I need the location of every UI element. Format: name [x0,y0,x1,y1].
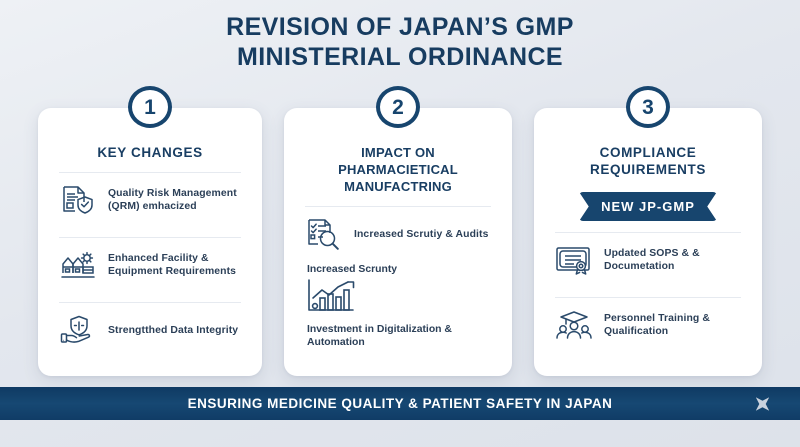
graduation-people-icon [553,307,595,343]
list-item: Strengtthed Data Integrity [55,303,245,356]
card-number-badge-1: 1 [128,86,172,128]
footer-banner-text: ENSURING MEDICINE QUALITY & PATIENT SAFE… [187,396,613,411]
card-impact-on-pharmaceutical-manufacturing: 2 IMPACT ON PHARMACIETICAL MANUFACTRING [284,86,512,376]
diamond-star-icon [749,390,776,417]
list-item-label: Enhanced Facility & Equipment Requiremen… [108,253,237,277]
divider [59,302,241,303]
clipboard-magnifier-icon [303,216,345,252]
certificate-seal-icon [553,242,595,278]
divider [555,297,741,298]
card-key-changes: 1 KEY CHANGES Quality Risk Management (Q… [38,86,262,376]
card-heading-2-line1: IMPACT ON [361,145,435,160]
card-heading-2-line3: MANUFACTRING [344,179,452,194]
page-title: REVISION OF JAPAN’S GMP MINISTERIAL ORDI… [0,12,800,72]
standalone-text-increased-scrutiny: Increased Scrunty [307,264,398,275]
card-heading-2: IMPACT ON PHARMACIETICAL MANUFACTRING [301,144,495,195]
document-shield-check-icon [57,182,99,218]
ribbon-badge-wrap: NEW JP-GMP [551,192,745,221]
divider [59,172,241,173]
card-heading-3-line2: REQUIREMENTS [590,162,706,177]
card-heading-1-line1: KEY CHANGES [97,145,203,160]
divider [555,232,741,233]
list-item-label: Quality Risk Management (QRM) emhacized [108,188,237,212]
bar-chart-growth-icon [301,276,495,319]
list-item-label: Strengtthed Data Integrity [108,324,239,336]
card-heading-1: KEY CHANGES [55,144,245,161]
card-number-badge-3: 3 [626,86,670,128]
card-number-badge-2: 2 [376,86,420,128]
hand-shield-icon [57,312,99,348]
factory-gear-icon [57,247,99,283]
list-item: Personnel Training & Qualification [551,298,745,351]
chart-item-caption: Investment in Digitalization & Automatio… [307,324,452,348]
page-title-line1: REVISION OF JAPAN’S GMP [226,13,574,41]
page-title-line2: MINISTERIAL ORDINANCE [236,43,563,71]
new-jp-gmp-badge: NEW JP-GMP [579,192,717,221]
card-heading-3: COMPLIANCE REQUIREMENTS [551,144,745,178]
divider [305,206,491,207]
cards-row: 1 KEY CHANGES Quality Risk Management (Q… [0,86,800,376]
card-compliance-requirements: 3 COMPLIANCE REQUIREMENTS NEW JP-GMP Upd… [534,86,762,376]
list-item: Increased Scrutiy & Audits [301,207,495,260]
footer-banner: ENSURING MEDICINE QUALITY & PATIENT SAFE… [0,387,800,420]
card-heading-3-line1: COMPLIANCE [599,145,697,160]
list-item-label: Updated SOPS & & Documetation [604,248,700,272]
card-heading-2-line2: PHARMACIETICAL [338,162,458,177]
divider [59,237,241,238]
list-item-label: Increased Scrutiy & Audits [354,228,489,240]
list-item: Enhanced Facility & Equipment Requiremen… [55,238,245,291]
list-item: Quality Risk Management (QRM) emhacized [55,173,245,226]
list-item: Updated SOPS & & Documetation [551,233,745,286]
list-item-label: Personnel Training & Qualification [604,313,710,337]
